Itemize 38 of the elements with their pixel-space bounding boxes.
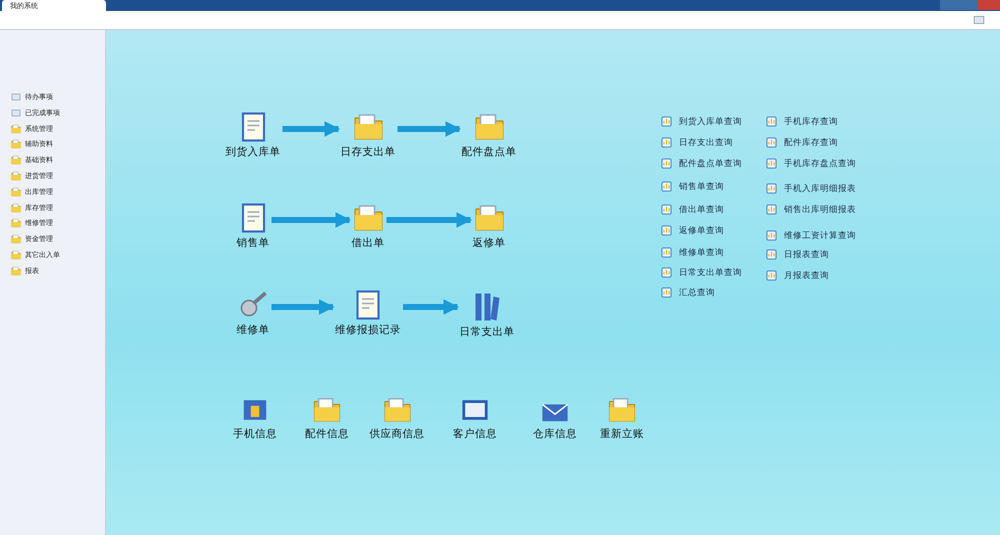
query-link: 销售出库明细报表 xyxy=(784,204,856,216)
query-link: 维修工资计算查询 xyxy=(784,230,856,242)
node-label: 销售单 xyxy=(236,236,270,250)
query-link: 返修单查询 xyxy=(679,224,724,236)
node-label: 维修报损记录 xyxy=(335,323,401,337)
query-link: 销售单查询 xyxy=(679,180,724,192)
node-label: 借出单 xyxy=(352,236,384,250)
node-label: 日存支出单 xyxy=(340,145,396,159)
node-label: 日常支出单 xyxy=(460,325,514,339)
arrow xyxy=(272,212,352,228)
query-link: 月报表查询 xyxy=(784,270,829,282)
query-link: 手机库存查询 xyxy=(784,116,838,128)
query-link: 汇总查询 xyxy=(679,286,715,298)
arrow xyxy=(386,212,472,228)
arrow xyxy=(272,299,335,315)
shortcut-label: 手机信息 xyxy=(233,427,277,441)
shortcut-label: 供应商信息 xyxy=(370,427,424,441)
shortcut-label: 配件信息 xyxy=(305,427,349,441)
query-link: 手机库存盘点查询 xyxy=(784,158,856,170)
query-link: 配件盘点单查询 xyxy=(679,158,742,170)
node-label: 到货入库单 xyxy=(226,145,280,159)
arrow xyxy=(403,299,460,315)
query-link: 日存支出查询 xyxy=(679,136,733,148)
arrow xyxy=(282,121,340,137)
node-label: 维修单 xyxy=(236,323,270,337)
query-link: 手机入库明细报表 xyxy=(784,182,856,194)
arrow xyxy=(398,121,462,137)
node-label: 配件盘点单 xyxy=(462,145,516,159)
shortcut-label: 仓库信息 xyxy=(533,427,577,441)
query-link: 借出单查询 xyxy=(679,204,724,216)
node-label: 返修单 xyxy=(472,236,506,250)
query-link: 维修单查询 xyxy=(679,246,724,258)
shortcut-label: 重新立账 xyxy=(600,427,644,441)
query-link: 日报表查询 xyxy=(784,248,829,260)
query-link: 到货入库单查询 xyxy=(679,116,742,128)
query-link: 日常支出单查询 xyxy=(679,266,742,278)
shortcut-label: 客户信息 xyxy=(453,427,497,441)
query-link: 配件库存查询 xyxy=(784,136,838,148)
